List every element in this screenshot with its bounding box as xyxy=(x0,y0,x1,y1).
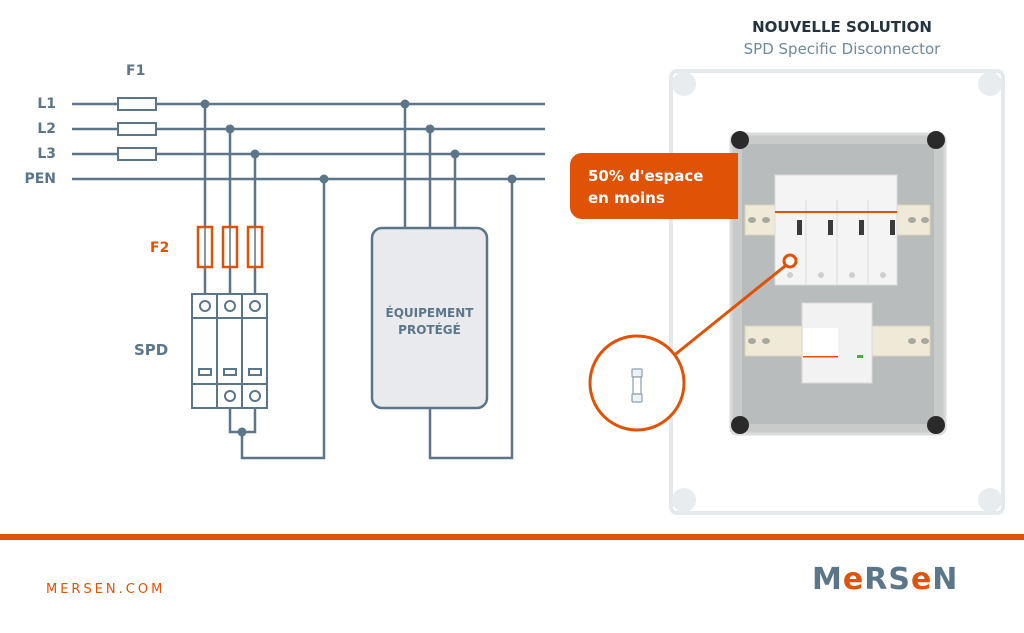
brand-logo-text: M xyxy=(812,562,843,597)
equipment-label-line2: PROTÉGÉ xyxy=(398,323,461,337)
f1-fuse-l3 xyxy=(117,147,157,161)
brand-logo-accent: e xyxy=(842,562,865,597)
callout-line2: en moins xyxy=(588,189,665,207)
f2-label: F2 xyxy=(150,240,170,256)
junction-dot xyxy=(425,124,435,134)
website-link[interactable]: MERSEN.COM xyxy=(46,582,166,597)
equipment-label: ÉQUIPEMENT PROTÉGÉ xyxy=(372,305,487,339)
callout-pointer-line xyxy=(671,260,791,359)
brand-logo-text-3: N xyxy=(932,562,959,597)
junction-dot xyxy=(200,99,210,109)
junction-dot xyxy=(450,149,460,159)
f1-fuse-l2 xyxy=(117,122,157,136)
brand-logo-text-2: RS xyxy=(864,562,911,597)
solution-title: NOUVELLE SOLUTION xyxy=(752,18,932,36)
junction-dot xyxy=(237,427,247,437)
callout-target-ring xyxy=(782,253,798,269)
junction-dot xyxy=(507,174,517,184)
footer-divider xyxy=(0,534,1024,540)
line-label-l3: L3 xyxy=(37,146,56,162)
junction-dot xyxy=(250,149,260,159)
brand-logo-accent-2: e xyxy=(910,562,933,597)
cartridge-fuse-icon xyxy=(631,368,643,403)
junction-dot xyxy=(319,174,329,184)
solution-subtitle: SPD Specific Disconnector xyxy=(743,40,941,58)
line-label-l1: L1 xyxy=(37,96,56,112)
equipment-label-line1: ÉQUIPEMENT xyxy=(385,306,474,320)
callout-line1: 50% d'espace xyxy=(588,167,704,185)
protected-equipment-box xyxy=(370,226,489,410)
enclosure-photo xyxy=(729,131,947,436)
f1-fuse-l1 xyxy=(117,97,157,111)
junction-dot xyxy=(400,99,410,109)
brand-logo: MeRSeN xyxy=(812,562,958,597)
line-label-l2: L2 xyxy=(37,121,56,137)
junction-dot xyxy=(225,124,235,134)
space-saving-callout: 50% d'espace en moins xyxy=(570,153,738,219)
spd-label: SPD xyxy=(134,341,169,359)
spd-block xyxy=(191,293,268,409)
f1-label: F1 xyxy=(126,63,146,79)
line-label-pen: PEN xyxy=(24,171,56,187)
